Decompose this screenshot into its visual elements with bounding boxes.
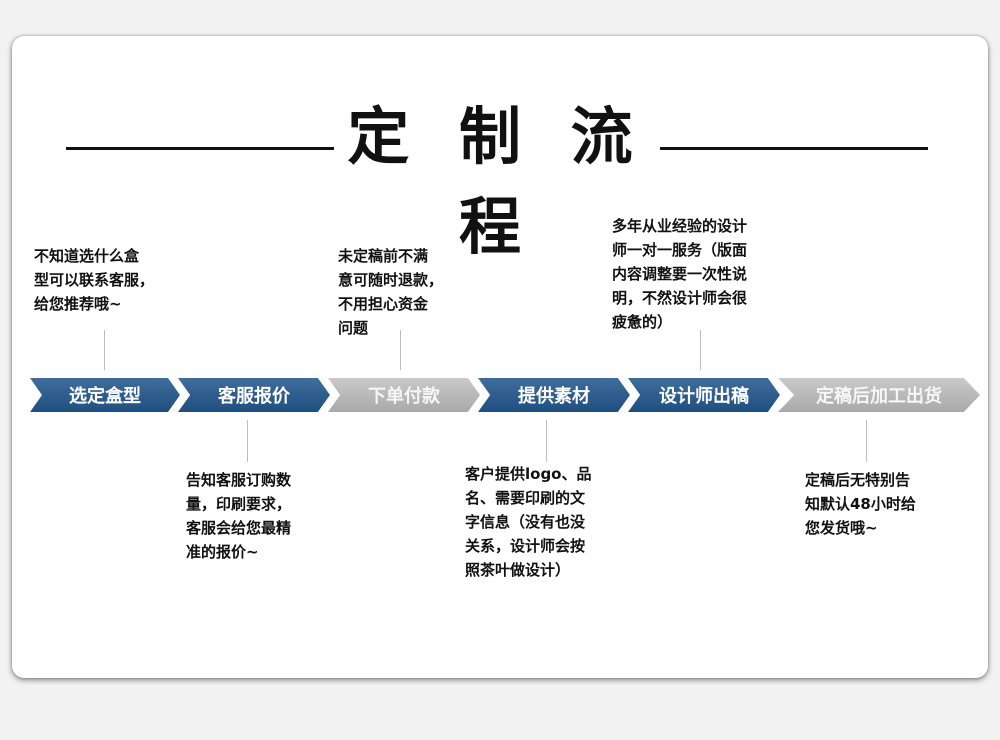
connector-payment <box>400 330 401 370</box>
note-designer: 多年从业经验的设计 师一对一服务（版面 内容调整要一次性说 明，不然设计师会很 … <box>612 217 748 331</box>
step-designer-draft: 设计师出稿 <box>628 378 780 412</box>
step-payment: 下单付款 <box>328 378 480 412</box>
title-divider-left <box>66 147 334 150</box>
connector-quote <box>247 420 248 462</box>
note-payment: 未定稿前不满 意可随时退款， 不用担心资金 问题 <box>338 247 444 337</box>
connector-choose-box <box>104 330 105 370</box>
step-materials: 提供素材 <box>478 378 630 412</box>
page-title: 定 制 流 程 <box>347 100 647 263</box>
step-finalize-ship: 定稿后加工出货 <box>778 378 980 412</box>
step-choose-box: 选定盒型 <box>30 378 180 412</box>
note-shipping: 定稿后无特别告 知默认48小时给 您发货哦~ <box>805 471 916 537</box>
note-choose-box: 不知道选什么盒 型可以联系客服， 给您推荐哦~ <box>34 247 155 313</box>
content-card <box>12 36 988 678</box>
note-materials: 客户提供logo、品 名、需要印刷的文 字信息（没有也没 关系，设计师会按 照茶… <box>465 465 592 579</box>
connector-shipping <box>866 420 867 462</box>
title-divider-right <box>660 147 928 150</box>
note-quote: 告知客服订购数 量，印刷要求， 客服会给您最精 准的报价~ <box>186 471 292 561</box>
connector-materials <box>546 420 547 462</box>
step-quote: 客服报价 <box>178 378 330 412</box>
connector-designer <box>700 330 701 370</box>
